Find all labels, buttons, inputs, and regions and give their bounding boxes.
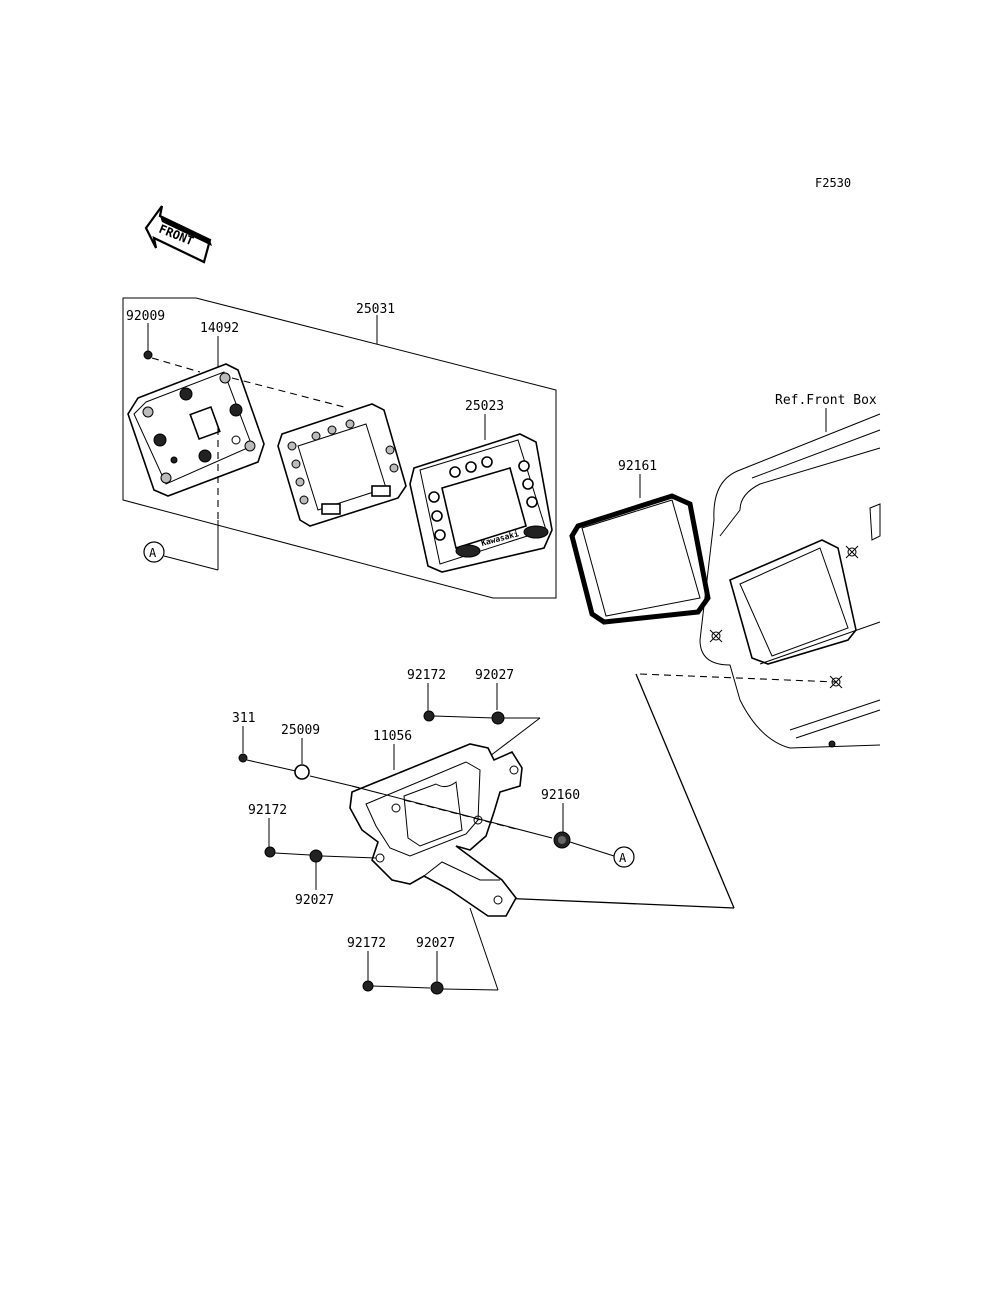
grommet-25009 (294, 764, 310, 780)
label-92160: 92160 (541, 788, 580, 803)
bolt-92172-left (264, 846, 276, 858)
rear-case-14092 (127, 363, 265, 497)
callout-a-left: A (143, 541, 165, 563)
assembly-bracket-25031 (122, 297, 557, 599)
label-92161: 92161 (618, 459, 657, 474)
label-14092: 14092 (200, 321, 239, 336)
nut-92027-bottom (430, 981, 444, 995)
label-25023: 25023 (465, 399, 504, 414)
label-311: 311 (232, 711, 255, 726)
label-92172-bottom: 92172 (347, 936, 386, 951)
bezel-92161 (569, 493, 711, 625)
bolt-92172-bottom (362, 980, 374, 992)
label-92172-top: 92172 (407, 668, 446, 683)
nut-92027-left (309, 849, 323, 863)
nut-92027-top (491, 711, 505, 725)
label-25031: 25031 (356, 302, 395, 317)
label-92027-left: 92027 (295, 893, 334, 908)
svg-text:A: A (619, 851, 627, 865)
figure-code: F2530 (815, 176, 851, 190)
screw-311 (238, 753, 248, 763)
svg-text:A: A (149, 546, 157, 560)
front-box-reference (699, 413, 881, 749)
callout-a-right: A (613, 846, 635, 868)
label-92172-left: 92172 (248, 803, 287, 818)
bolt-92172-top (423, 710, 435, 722)
screw-92009 (143, 350, 153, 360)
label-92027-top: 92027 (475, 668, 514, 683)
label-92009: 92009 (126, 309, 165, 324)
reference-label: Ref.Front Box (775, 393, 877, 408)
front-arrow-icon: FRONT (144, 205, 212, 264)
circuit-board (277, 403, 407, 527)
mount-bracket-11056 (349, 743, 523, 917)
label-11056: 11056 (373, 729, 412, 744)
display-unit-25023: Kawasaki (409, 433, 553, 573)
label-92027-bottom: 92027 (416, 936, 455, 951)
label-25009: 25009 (281, 723, 320, 738)
